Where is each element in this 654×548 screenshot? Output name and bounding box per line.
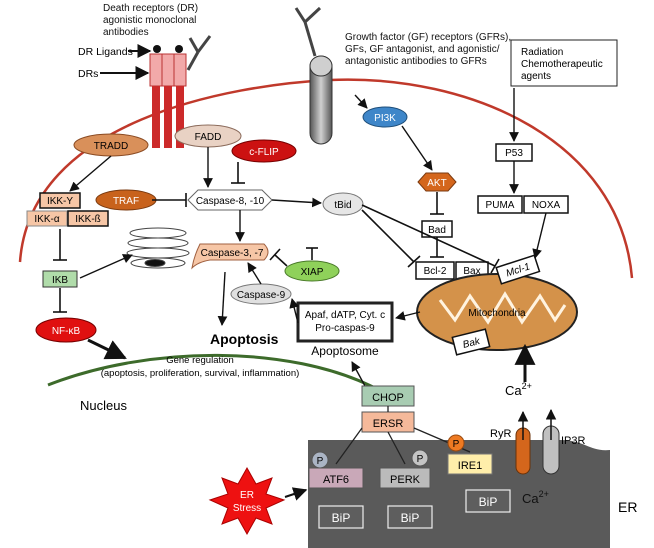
akt-node [417, 172, 457, 192]
caspase-8-10-label: Caspase-8, -10 [196, 196, 265, 207]
bak-box [451, 328, 491, 356]
ikkb-box [67, 210, 109, 227]
ikb-box [42, 270, 78, 288]
svg-text:P: P [453, 439, 460, 450]
apaf-line1: Apaf, dATP, Cyt. c [305, 310, 385, 321]
nfkb-label: NF-κB [52, 326, 81, 337]
dr-ligands-label: DR Ligands [78, 46, 133, 58]
p53-label: P53 [505, 148, 523, 159]
caspase-9-label: Caspase-9 [237, 290, 286, 301]
akt-label: AKT [427, 178, 446, 189]
gf-title-line1: Growth factor (GF) receptors (GFRs), [345, 32, 511, 43]
apoptosome-label: Apoptosome [311, 344, 379, 358]
bip-box-3 [465, 489, 511, 513]
atf6-box [308, 467, 364, 489]
ire1-phospho-icon: P [447, 434, 465, 452]
bad-label: Bad [428, 225, 446, 236]
perk-phospho-icon: P [411, 449, 429, 467]
ire1-box [447, 453, 493, 475]
er-stress-star [208, 466, 286, 536]
gf-receptor-icon [294, 6, 333, 145]
svg-text:P: P [417, 454, 424, 465]
xiap-label: XIAP [301, 267, 324, 278]
ikka-box [26, 210, 68, 227]
caspase-3-7-label: Caspase-3, -7 [201, 248, 264, 259]
ikkb-label: IKK-ß [75, 214, 101, 225]
nucleus-envelope [47, 353, 376, 390]
ikka-label: IKK-α [34, 214, 59, 225]
ip3r-channel-icon [542, 408, 560, 475]
bip-label-2: BiP [401, 511, 420, 525]
tradd-label: TRADD [94, 141, 128, 152]
bcl2-label: Bcl-2 [424, 266, 447, 277]
noxa-label: NOXA [532, 200, 561, 211]
xiap-node [284, 260, 340, 282]
death-receptor-icon [149, 45, 187, 148]
bak-label: Bak [462, 336, 482, 351]
radiation-line3: agents [521, 71, 551, 82]
bip-box-1 [318, 505, 364, 529]
chop-label: CHOP [372, 392, 404, 404]
bip-label-1: BiP [332, 511, 351, 525]
er-stress-line1: ER [240, 490, 254, 501]
cflip-node [231, 139, 297, 163]
tbid-node [322, 192, 364, 216]
er-label: ER [618, 499, 637, 515]
ca-cytosol-label: Ca2+ [505, 381, 532, 398]
proteasome-icon [126, 227, 190, 269]
cflip-label: c-FLIP [249, 147, 279, 158]
caspase-3-7-node [191, 243, 269, 270]
mitochondria [416, 273, 578, 351]
ire1-label: IRE1 [458, 460, 482, 472]
mitochondria-label: Mitochondria [468, 308, 526, 319]
drs-label: DRs [78, 68, 98, 80]
fadd-label: FADD [195, 132, 222, 143]
ca-er-label: Ca2+ [522, 489, 549, 506]
puma-label: PUMA [486, 200, 515, 211]
perk-label: PERK [390, 474, 421, 486]
ip3r-label: IP3R [561, 435, 586, 447]
mitochondria-cristae [438, 291, 567, 325]
ersr-label: ERSR [373, 418, 404, 430]
gene-regulation-line2: (apoptosis, proliferation, survival, inf… [101, 368, 300, 379]
pi3k-label: PI3K [374, 113, 396, 124]
gene-regulation-line1: Gene regulation [166, 355, 234, 366]
nfkb-node [35, 317, 97, 343]
ikb-label: IKB [52, 275, 68, 286]
bip-box-2 [387, 505, 433, 529]
dr-title-line2: agonistic monoclonal [103, 15, 196, 26]
death-receptor-antibody-icon [186, 35, 212, 71]
bip-label-3: BiP [479, 495, 498, 509]
atf6-label: ATF6 [323, 474, 349, 486]
ikky-box [39, 192, 81, 209]
ikky-label: IKK-Y [47, 196, 73, 207]
dr-title-line1: Death receptors (DR) [103, 3, 198, 14]
er-membrane [308, 440, 610, 548]
apaf-box [296, 301, 394, 343]
gf-title-line2: GFs, GF antagonist, and agonistic/ [345, 44, 500, 55]
atf6-phospho-icon: P [311, 451, 329, 469]
gf-title-line3: antagonistic antibodies to GFRs [345, 56, 487, 67]
radiation-line1: Radiation [521, 47, 563, 58]
nucleus-label: Nucleus [80, 398, 127, 413]
er-stress-line2: Stress [233, 503, 261, 514]
mcl1-box [495, 254, 541, 285]
radiation-box [510, 39, 618, 87]
tbid-label: tBid [334, 200, 351, 211]
ryr-label: RyR [490, 428, 511, 440]
apoptosis-label: Apoptosis [210, 331, 279, 347]
pi3k-node [362, 106, 408, 128]
puma-box [477, 195, 523, 214]
dr-title-line3: antibodies [103, 27, 149, 38]
apaf-line2: Pro-caspas-9 [315, 323, 375, 334]
bax-label: Bax [463, 266, 480, 277]
traf-label: TRAF [113, 196, 139, 207]
bcl2-box [415, 261, 455, 280]
ryr-channel-icon [515, 410, 531, 475]
svg-text:P: P [317, 456, 324, 467]
perk-box [379, 467, 431, 489]
radiation-line2: Chemotherapeutic [521, 59, 603, 70]
